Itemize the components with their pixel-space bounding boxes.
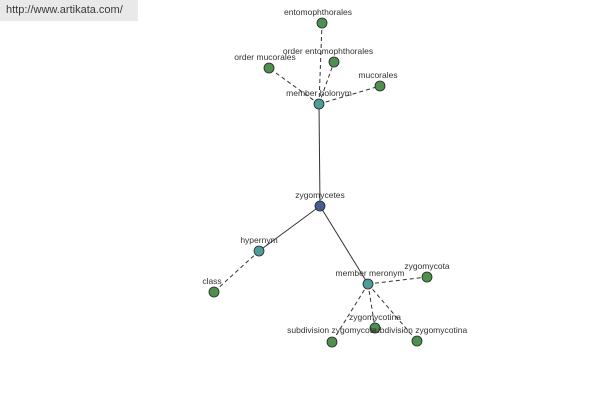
edge-zygomycetes-member-meronym [319,205,369,285]
edge-member-meronym-subdivision-zygomycotina [367,283,418,342]
graph-edges [213,22,428,343]
edge-member-meronym-subdivision-zygomycota [331,283,369,343]
node-order-entomophthorales[interactable] [328,56,340,68]
node-label-order-entomophthorales[interactable]: order entomophthorales [283,46,373,56]
node-label-zygomycota[interactable]: zygomycota [404,261,450,271]
edge-zygomycetes-member-holonym [318,103,321,207]
node-mucorales[interactable] [374,80,386,92]
node-label-hypernym[interactable]: hypernym [240,235,277,245]
node-label-mucorales[interactable]: mucorales [358,70,397,80]
edge-member-holonym-order-entomophthorales [318,61,335,105]
edge-member-holonym-mucorales [318,85,381,105]
node-label-order-mucorales[interactable]: order mucorales [234,52,295,62]
edge-hypernym-class [213,250,260,293]
edge-member-meronym-zygomycota [367,276,428,285]
node-label-zygomycetes[interactable]: zygomycetes [295,190,345,200]
site-url-link[interactable]: http://www.artikata.com/ [6,4,123,16]
edge-member-meronym-zygomycotina [367,283,376,329]
graph-nodes [208,17,433,348]
node-entomophthorales[interactable] [316,17,328,29]
url-banner: http://www.artikata.com/ [0,0,138,21]
node-subdivision-zygomycotina[interactable] [411,335,423,347]
graph-labels: zygomycetes member holonym entomophthorale… [202,7,467,335]
node-label-member-meronym[interactable]: member meronym [336,268,405,278]
node-member-meronym[interactable] [362,278,374,290]
node-order-mucorales[interactable] [263,62,275,74]
node-subdivision-zygomycota[interactable] [326,336,338,348]
node-label-subdivision-zygomycota[interactable]: subdivision zygomycota [287,325,377,335]
node-label-subdivision-zygomycotina[interactable]: subdivision zygomycotina [371,325,468,335]
edge-member-holonym-order-mucorales [268,67,320,105]
node-hypernym[interactable] [253,245,265,257]
node-zygomycotina[interactable] [369,322,381,334]
node-label-zygomycotina[interactable]: zygomycotina [349,312,401,322]
node-label-member-holonym[interactable]: member holonym [286,88,352,98]
node-zygomycota[interactable] [421,271,433,283]
node-class[interactable] [208,286,220,298]
node-zygomycetes[interactable] [314,200,326,212]
node-label-class[interactable]: class [202,276,221,286]
node-member-holonym[interactable] [313,98,325,110]
node-label-entomophthorales[interactable]: entomophthorales [284,7,352,17]
edge-zygomycetes-hypernym [258,205,321,252]
